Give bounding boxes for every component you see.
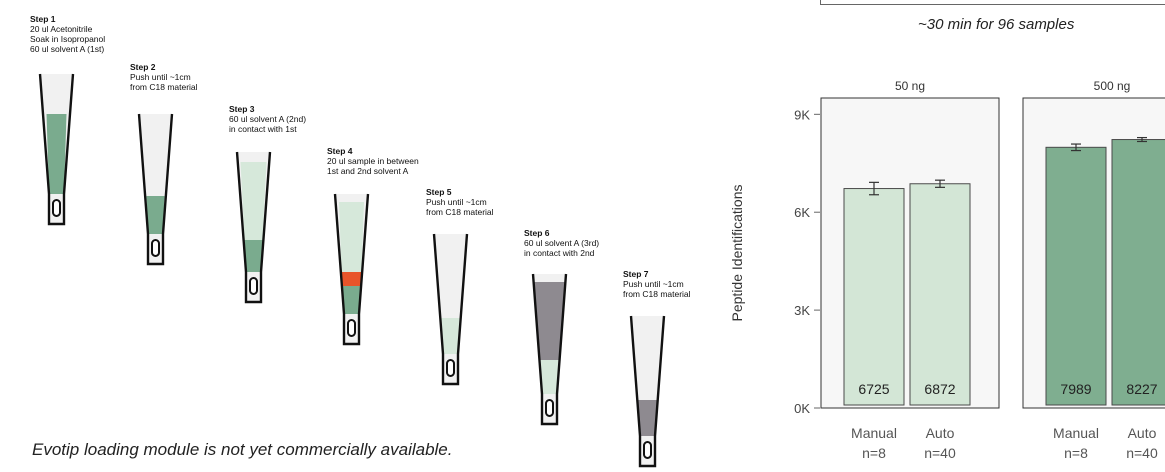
- top-figure-frame: [820, 0, 1165, 5]
- x-n-label: n=40: [1126, 445, 1158, 461]
- bar: [843, 188, 905, 406]
- x-n-label: n=8: [862, 445, 886, 461]
- step-line: in contact with 1st: [229, 124, 297, 134]
- step-line: 60 ul solvent A (2nd): [229, 114, 307, 124]
- step-line: Push until ~1cm: [130, 72, 191, 82]
- step-line: Push until ~1cm: [623, 279, 684, 289]
- step-title: Step 2: [130, 62, 156, 72]
- y-tick-label: 0K: [794, 401, 810, 416]
- step-4-label: Step 4 20 ul sample in between 1st and 2…: [327, 146, 419, 176]
- bar-value-label: 6872: [924, 381, 955, 397]
- evotip-step-4: [333, 193, 370, 346]
- step-line: 60 ul solvent A (1st): [30, 44, 105, 54]
- step-7-label: Step 7 Push until ~1cm from C18 material: [623, 269, 691, 299]
- y-axis-label: Peptide Identifications: [730, 185, 745, 322]
- timing-caption: ~30 min for 96 samples: [918, 16, 1075, 33]
- step-title: Step 3: [229, 104, 255, 114]
- availability-footnote: Evotip loading module is not yet commerc…: [32, 440, 453, 459]
- evotip-step-7: [629, 315, 666, 468]
- bar-value-label: 7989: [1060, 381, 1091, 397]
- step-title: Step 4: [327, 146, 353, 156]
- step-line: 20 ul Acetonitrile: [30, 24, 93, 34]
- step-6-label: Step 6 60 ul solvent A (3rd) in contact …: [524, 228, 599, 258]
- facet-title: 500 ng: [1094, 79, 1131, 93]
- bar: [1111, 139, 1165, 406]
- step-title: Step 1: [30, 14, 56, 24]
- step-line: 1st and 2nd solvent A: [327, 166, 409, 176]
- step-line: from C18 material: [130, 82, 198, 92]
- step-1-label: Step 1 20 ul Acetonitrile Soak in Isopro…: [30, 14, 105, 54]
- peptide-identifications-chart: Peptide Identifications 0K 3K 6K 9K 50 ng 6725…: [730, 79, 1165, 461]
- bar: [1045, 146, 1107, 406]
- evotip-step-1: [38, 73, 75, 226]
- step-line: Push until ~1cm: [426, 197, 487, 207]
- bar: [909, 183, 971, 406]
- y-tick-label: 3K: [794, 303, 810, 318]
- evotip-step-2: [137, 113, 174, 266]
- step-line: 60 ul solvent A (3rd): [524, 238, 600, 248]
- y-tick-label: 9K: [794, 107, 810, 122]
- step-title: Step 7: [623, 269, 649, 279]
- x-category-label: Auto: [1128, 425, 1157, 441]
- step-5-label: Step 5 Push until ~1cm from C18 material: [426, 187, 494, 217]
- step-2-label: Step 2 Push until ~1cm from C18 material: [130, 62, 198, 92]
- facet-title: 50 ng: [895, 79, 925, 93]
- x-n-label: n=40: [924, 445, 956, 461]
- evotip-step-3: [235, 151, 272, 304]
- bar-value-label: 6725: [858, 381, 889, 397]
- x-category-label: Auto: [926, 425, 955, 441]
- step-3-label: Step 3 60 ul solvent A (2nd) in contact …: [229, 104, 306, 134]
- evotip-step-5: [432, 233, 469, 386]
- y-tick-label: 6K: [794, 205, 810, 220]
- x-category-label: Manual: [1053, 425, 1099, 441]
- step-title: Step 6: [524, 228, 550, 238]
- evotip-step-6: [531, 273, 568, 426]
- x-n-label: n=8: [1064, 445, 1088, 461]
- step-line: from C18 material: [623, 289, 691, 299]
- x-category-label: Manual: [851, 425, 897, 441]
- bar-value-label: 8227: [1126, 381, 1157, 397]
- step-line: 20 ul sample in between: [327, 156, 419, 166]
- step-line: from C18 material: [426, 207, 494, 217]
- step-line: in contact with 2nd: [524, 248, 595, 258]
- step-line: Soak in Isopropanol: [30, 34, 106, 44]
- step-title: Step 5: [426, 187, 452, 197]
